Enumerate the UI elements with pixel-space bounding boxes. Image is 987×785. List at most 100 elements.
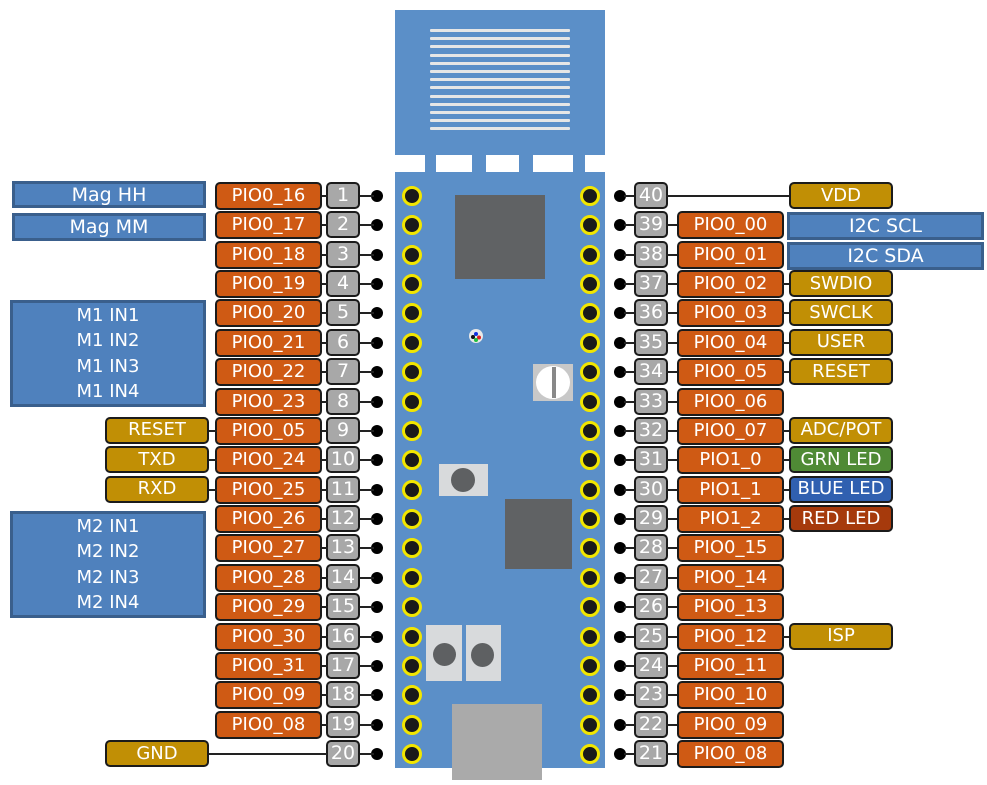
rgb-led-icon [469,329,483,343]
pin-wire [360,400,374,403]
pin-wire [360,664,374,667]
pin-dot [371,630,383,643]
pin-wire [360,635,374,638]
function-label: ISP [789,622,893,650]
annotation-label: M1 IN4 [76,380,140,402]
pin-wire [320,371,328,374]
pin-wire [320,400,328,403]
button-cap-icon[interactable] [451,468,475,492]
usb-connector [452,704,542,780]
pin-pad [580,685,600,706]
button-cap-icon[interactable] [433,643,456,666]
gpio-label: PIO0_11 [677,651,784,680]
pin-number: 12 [326,505,360,533]
pin-wire [320,547,328,550]
antenna-trace [430,70,570,73]
function-label: ADC/POT [789,416,893,444]
pin-pad [402,538,422,559]
pin-pad [580,215,600,236]
gpio-label: PIO0_22 [215,358,322,387]
pin-dot [614,395,626,408]
pin-number: 8 [326,387,360,415]
pin-pad [402,744,422,764]
antenna-trace [430,53,570,57]
pin-wire [624,694,636,697]
pin-wire [624,312,636,315]
pin-dot [614,748,626,760]
antenna-trace [430,37,570,41]
annotation-label: M1 IN3 [76,355,140,377]
pin-wire [624,371,636,374]
pin-wire [666,283,678,286]
gpio-label: PIO0_15 [677,534,784,563]
antenna-trace [430,45,570,49]
pin-pad [580,186,600,206]
antenna-trace [430,61,570,65]
pin-wire [666,312,678,315]
function-label: GRN LED [789,446,893,474]
pin-number: 19 [326,710,360,738]
pin-pad [402,655,422,676]
pin-wire [320,606,328,609]
antenna-trace [430,78,570,82]
pin-wire [207,488,217,491]
pin-wire [320,459,328,462]
pin-number: 25 [634,622,668,650]
pin-wire [320,195,328,197]
pin-pad [402,597,422,618]
pin-wire [624,195,636,197]
pin-dot [614,659,626,672]
pin-number: 31 [634,446,668,474]
pin-number: 24 [634,651,668,679]
pin-wire [782,459,791,462]
pin-wire [360,312,374,315]
pin-dot [371,336,383,349]
function-label: VDD [789,182,893,209]
gpio-label: PIO0_05 [215,416,322,445]
pin-wire [624,635,636,638]
pin-wire [320,488,328,491]
pin-number: 21 [634,740,668,767]
pin-wire [320,694,328,697]
gpio-label: PIO0_27 [215,534,322,563]
pin-dot [371,278,383,291]
annotation-i2c-scl: I2C SCL [787,212,984,240]
annotation-label: Mag HH [71,183,147,206]
pin-dot [371,219,383,232]
board-cutout [585,155,605,172]
pin-number: 34 [634,358,668,386]
pin-wire [320,253,328,256]
pin-number: 22 [634,710,668,738]
board-cutout [533,155,573,172]
pin-wire [360,341,374,344]
pin-dot [614,454,626,467]
pin-pad [402,186,422,206]
gpio-label: PIO0_09 [215,681,322,710]
gpio-label: PIO0_05 [677,358,784,387]
pin-wire [782,283,791,286]
gpio-label: PIO1_0 [677,446,784,475]
pin-dot [614,278,626,291]
pin-pad [402,685,422,706]
pin-pad [402,244,422,265]
pin-pad [580,479,600,500]
gpio-label: PIO0_09 [677,710,784,739]
pin-pad [580,303,600,324]
gpio-label: PIO0_08 [215,710,322,739]
button-cap-icon[interactable] [471,643,494,667]
pin-pad [402,450,422,471]
gpio-label: PIO0_21 [215,328,322,357]
pin-wire [360,547,374,550]
pin-wire [360,606,374,609]
pin-number: 35 [634,328,668,356]
pin-wire [360,224,374,227]
pin-dot [614,219,626,232]
board-cutout [486,155,519,172]
pin-dot [371,395,383,408]
pin-dot [371,307,383,320]
pin-pad [402,420,422,441]
pin-number: 17 [326,651,360,679]
pin-number: 38 [634,240,668,268]
board-cutout [436,155,472,172]
gpio-label: PIO0_28 [215,563,322,592]
